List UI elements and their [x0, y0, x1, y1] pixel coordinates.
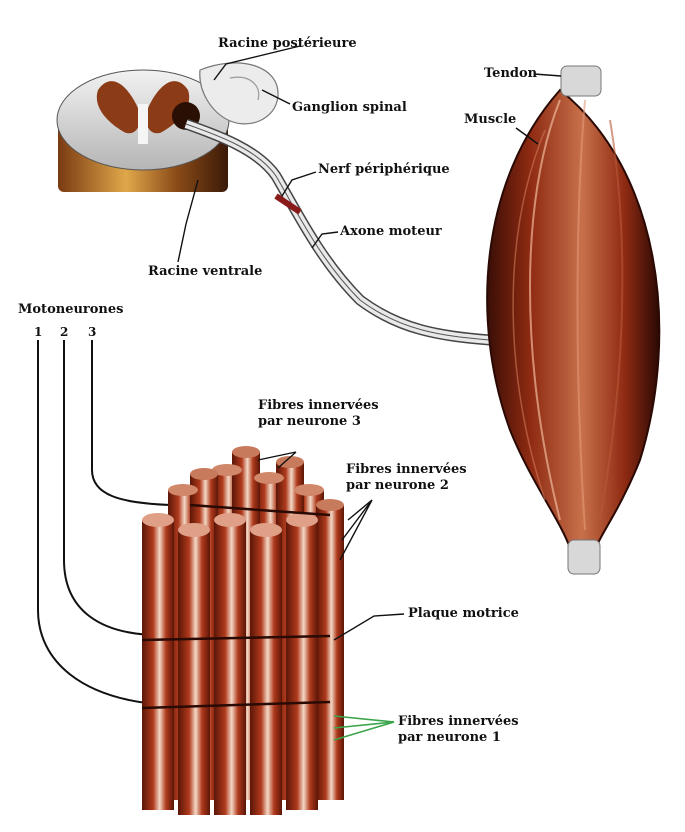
label-muscle: Muscle: [464, 112, 516, 128]
leader-fibres-neurone-2: [340, 500, 372, 560]
label-axone-moteur: Axone moteur: [340, 224, 442, 240]
label-motoneurone-3: 3: [88, 324, 96, 340]
label-fibres-neurone-3-line1: Fibres innervées: [258, 398, 379, 414]
label-fibres-neurone-2-line1: Fibres innervées: [346, 462, 467, 478]
label-plaque-motrice: Plaque motrice: [408, 606, 519, 622]
label-tendon: Tendon: [484, 66, 537, 82]
leader-plaque-motrice: [334, 614, 404, 640]
motoneurone-3-line: [92, 340, 170, 505]
leader-racine-ventrale: [178, 180, 198, 262]
leader-tendon: [534, 74, 561, 76]
fiber-bundle: [142, 446, 344, 815]
label-fibres-neurone-2-line2: par neurone 2: [346, 478, 449, 494]
label-ganglion-spinal: Ganglion spinal: [292, 100, 407, 116]
label-fibres-neurone-1-line1: Fibres innervées: [398, 714, 519, 730]
tendon-top: [561, 66, 601, 96]
muscle-shape: [487, 66, 659, 574]
central-canal: [138, 104, 148, 144]
label-motoneurone-1: 1: [34, 324, 42, 340]
label-motoneurone-2: 2: [60, 324, 68, 340]
label-racine-posterieure: Racine postérieure: [218, 36, 357, 52]
label-racine-ventrale: Racine ventrale: [148, 264, 262, 280]
fiber-front-row: [142, 513, 318, 815]
label-fibres-neurone-3-line2: par neurone 3: [258, 414, 361, 430]
label-fibres-neurone-1-line2: par neurone 1: [398, 730, 501, 746]
tendon-bottom: [568, 540, 600, 574]
label-nerf-peripherique: Nerf périphérique: [318, 162, 450, 178]
label-motoneurones: Motoneurones: [18, 302, 123, 318]
